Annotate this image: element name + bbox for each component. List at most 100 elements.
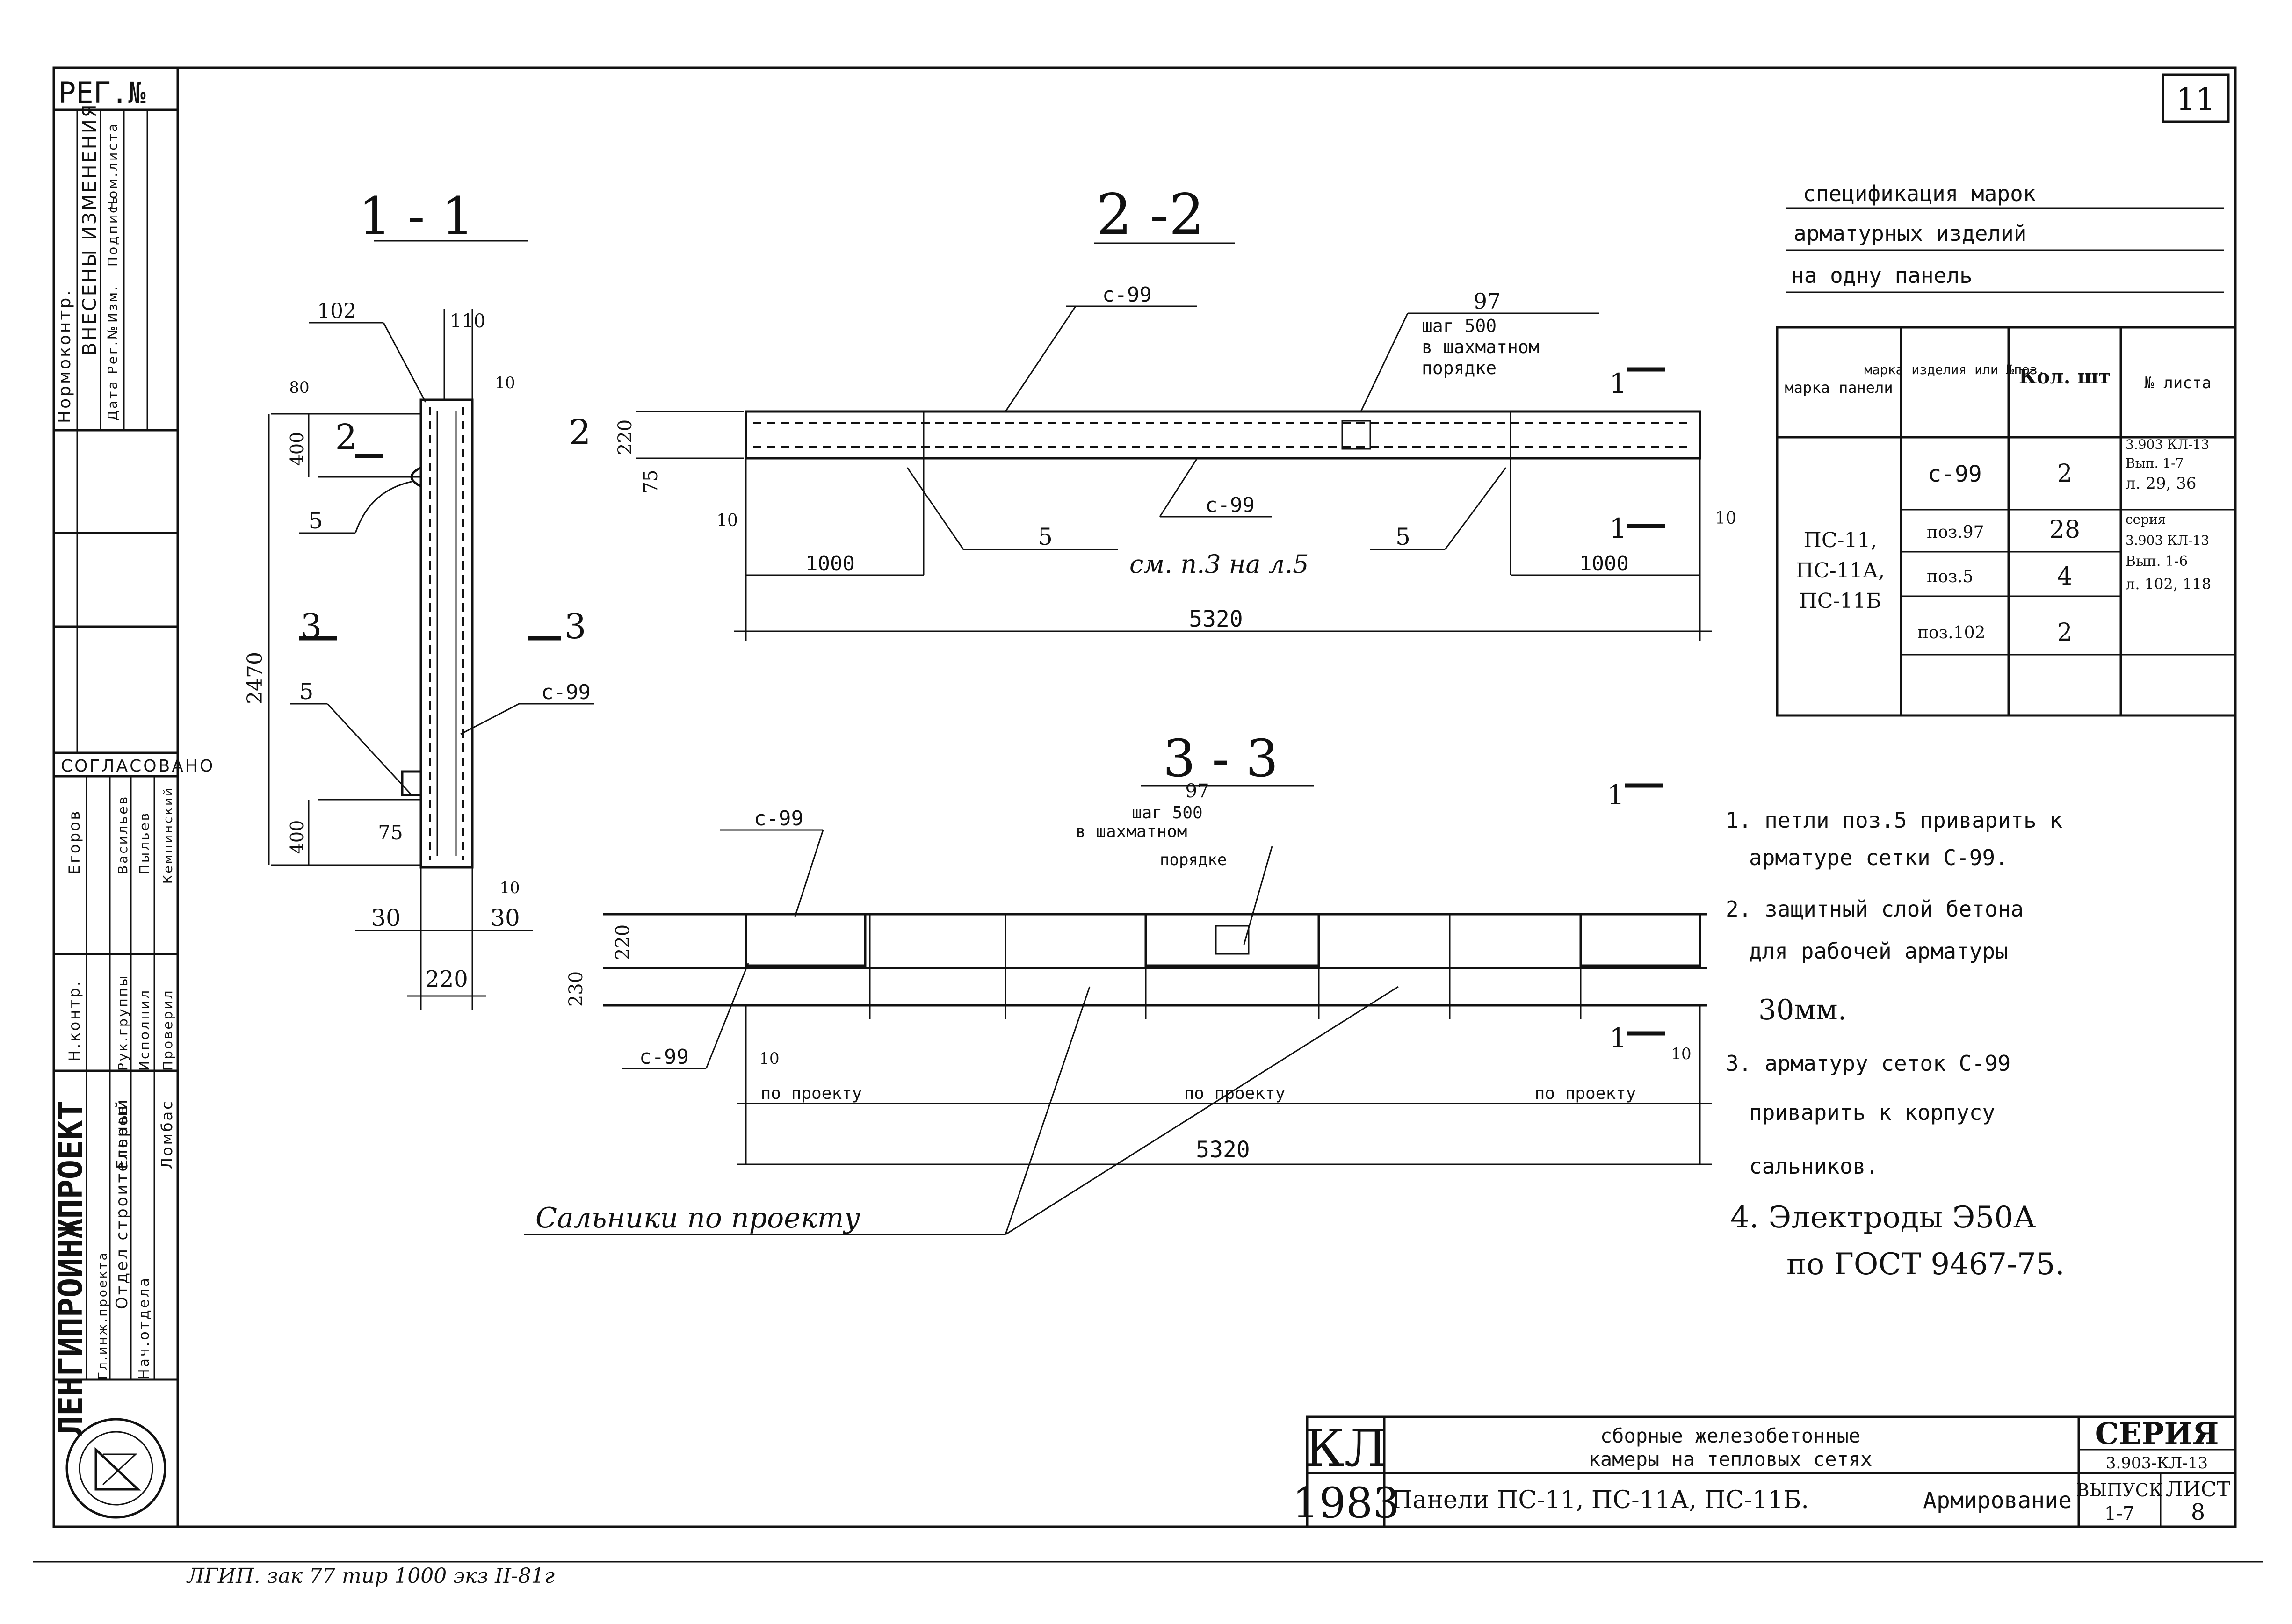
svg-text:1: 1 bbox=[1610, 368, 1627, 399]
svg-text:с-99: с-99 bbox=[541, 680, 591, 704]
svg-text:с-99: с-99 bbox=[639, 1045, 689, 1069]
svg-text:сборные железобетонные: сборные железобетонные bbox=[1600, 1424, 1860, 1447]
svg-text:Нач.отдела: Нач.отдела bbox=[136, 1276, 152, 1379]
svg-text:1. петли поз.5 приварить к: 1. петли поз.5 приварить к bbox=[1726, 808, 2062, 833]
svg-text:3: 3 bbox=[564, 606, 586, 647]
svg-text:Гл.инж.проекта: Гл.инж.проекта bbox=[96, 1251, 110, 1379]
svg-text:400: 400 bbox=[287, 820, 307, 854]
svg-text:арматурных изделий: арматурных изделий bbox=[1793, 221, 2027, 246]
svg-text:10: 10 bbox=[1671, 1045, 1691, 1063]
svg-text:2. защитный слой бетона: 2. защитный слой бетона bbox=[1726, 896, 2024, 922]
svg-text:97: 97 bbox=[1474, 289, 1501, 314]
svg-text:ПС-11Б: ПС-11Б bbox=[1799, 589, 1881, 613]
svg-text:2: 2 bbox=[569, 412, 591, 453]
svg-text:97: 97 bbox=[1186, 780, 1209, 802]
svg-text:порядке: порядке bbox=[1160, 851, 1227, 869]
see-note-ref: см. п.3 на л.5 bbox=[1129, 549, 1309, 579]
svg-text:30: 30 bbox=[490, 904, 520, 931]
section-2-title: 2 -2 bbox=[1096, 182, 1204, 247]
svg-text:3.903 КЛ-13: 3.903 КЛ-13 bbox=[2126, 533, 2209, 548]
svg-text:1: 1 bbox=[1610, 512, 1627, 544]
svg-text:Изм.: Изм. bbox=[105, 284, 120, 323]
svg-text:л. 102, 118: л. 102, 118 bbox=[2126, 575, 2211, 593]
notes: 1. петли поз.5 приварить к арматуре сетк… bbox=[1726, 808, 2065, 1282]
corner-sheet-number: 11 bbox=[2162, 73, 2230, 123]
svg-text:1983: 1983 bbox=[1292, 1479, 1399, 1528]
section-3-3: 3 - 3 по проекту по проекту по проекту 5… bbox=[524, 729, 1712, 1235]
section-2-2: 2 -2 1000 1000 5320 10 10 220 75 2 с-99 … bbox=[569, 182, 1736, 641]
svg-text:по проекту: по проекту bbox=[1184, 1084, 1286, 1103]
svg-text:Кемпинский: Кемпинский bbox=[161, 786, 175, 884]
svg-text:№ листа: № листа bbox=[2144, 374, 2211, 392]
svg-text:Отдел строительный: Отдел строительный bbox=[113, 1098, 131, 1309]
svg-text:Рег.№: Рег.№ bbox=[105, 324, 120, 374]
svg-text:10: 10 bbox=[759, 1049, 779, 1068]
svg-text:с-99: с-99 bbox=[1928, 461, 1982, 487]
svg-text:по ГОСТ 9467-75.: по ГОСТ 9467-75. bbox=[1786, 1247, 2065, 1282]
svg-text:30: 30 bbox=[371, 904, 401, 931]
wall-body bbox=[419, 398, 474, 869]
svg-text:Рук.группы: Рук.группы bbox=[115, 974, 130, 1071]
svg-text:11: 11 bbox=[2176, 81, 2215, 117]
svg-text:поз.97: поз.97 bbox=[1927, 523, 1984, 542]
svg-text:110: 110 bbox=[450, 310, 485, 332]
svg-text:Кол. шт: Кол. шт bbox=[2019, 365, 2111, 388]
svg-text:220: 220 bbox=[612, 924, 634, 960]
svg-text:2: 2 bbox=[2057, 619, 2072, 647]
svg-text:3.903-КЛ-13: 3.903-КЛ-13 bbox=[2106, 1454, 2208, 1472]
svg-text:Егоров: Егоров bbox=[65, 809, 83, 874]
svg-text:для рабочей арматуры: для рабочей арматуры bbox=[1749, 938, 2008, 964]
svg-text:Подпись: Подпись bbox=[105, 195, 120, 267]
norm-control: Нормоконтр. bbox=[55, 289, 74, 423]
svg-text:арматуре сетки С-99.: арматуре сетки С-99. bbox=[1749, 845, 2008, 870]
svg-text:ПС-11А,: ПС-11А, bbox=[1796, 559, 1885, 583]
agreed-label: СОГЛАСОВАНО bbox=[61, 757, 215, 776]
svg-text:4. Электроды Э50А: 4. Электроды Э50А bbox=[1730, 1200, 2036, 1235]
svg-text:220: 220 bbox=[615, 419, 636, 455]
svg-text:Пыльев: Пыльев bbox=[137, 811, 152, 874]
svg-text:5: 5 bbox=[1395, 523, 1410, 550]
svg-text:75: 75 bbox=[378, 821, 403, 844]
svg-text:поз.5: поз.5 bbox=[1927, 567, 1974, 586]
svg-text:220: 220 bbox=[425, 966, 468, 992]
svg-text:Ломбас: Ломбас bbox=[158, 1099, 176, 1169]
svg-text:л. 29, 36: л. 29, 36 bbox=[2126, 474, 2196, 493]
svg-text:Дата: Дата bbox=[105, 379, 120, 421]
svg-text:30мм.: 30мм. bbox=[1758, 994, 1847, 1026]
print-footer: ЛГИП. зак 77 тир 1000 экз II-81г bbox=[186, 1564, 555, 1588]
svg-text:1: 1 bbox=[1610, 1022, 1627, 1054]
svg-text:марка панели: марка панели bbox=[1785, 379, 1893, 397]
svg-text:спецификация марок: спецификация марок bbox=[1803, 181, 2036, 206]
panel-2-2 bbox=[745, 410, 1701, 460]
svg-text:Егоров: Егоров bbox=[113, 1104, 131, 1169]
svg-text:на одну панель: на одну панель bbox=[1791, 263, 1973, 288]
svg-text:1000: 1000 bbox=[805, 552, 855, 576]
svg-text:в шахматном: в шахматном bbox=[1076, 822, 1187, 841]
svg-text:с-99: с-99 bbox=[754, 807, 803, 830]
title-block: КЛ 1983 сборные железобетонные камеры на… bbox=[1292, 1415, 2237, 1528]
svg-text:поз.102: поз.102 bbox=[1917, 623, 1985, 642]
svg-text:80: 80 bbox=[289, 378, 309, 397]
changes-header: ВНЕСЕНЫ ИЗМЕНЕНИЯ bbox=[79, 102, 101, 355]
svg-text:СЕРИЯ: СЕРИЯ bbox=[2095, 1416, 2219, 1451]
svg-text:марка изделия или №поз.: марка изделия или №поз. bbox=[1864, 362, 2046, 377]
svg-text:КЛ: КЛ bbox=[1305, 1418, 1388, 1478]
glands-label: Сальники по проекту bbox=[535, 1202, 860, 1234]
svg-text:Панели ПС-11, ПС-11А, ПС-11Б.: Панели ПС-11, ПС-11А, ПС-11Б. bbox=[1391, 1486, 1809, 1514]
svg-text:5: 5 bbox=[299, 678, 314, 705]
svg-text:10: 10 bbox=[495, 374, 515, 392]
svg-text:приварить к корпусу: приварить к корпусу bbox=[1749, 1100, 1995, 1125]
svg-text:по проекту: по проекту bbox=[761, 1084, 862, 1103]
section-1-1: 1 - 1 2470 400 400 102 110 80 10 2 3 3 bbox=[243, 186, 594, 1010]
svg-text:2: 2 bbox=[2057, 460, 2072, 488]
svg-text:с-99: с-99 bbox=[1205, 493, 1255, 517]
svg-text:ВЫПУСК: ВЫПУСК bbox=[2076, 1480, 2162, 1501]
svg-text:1-7: 1-7 bbox=[2104, 1503, 2134, 1524]
svg-text:3.903 КЛ-13: 3.903 КЛ-13 bbox=[2126, 437, 2209, 452]
section-1-title: 1 - 1 bbox=[358, 186, 474, 246]
svg-text:Исполнил: Исполнил bbox=[137, 989, 152, 1071]
svg-text:ЛИСТ: ЛИСТ bbox=[2166, 1478, 2230, 1501]
svg-text:102: 102 bbox=[317, 299, 356, 323]
svg-text:4: 4 bbox=[2057, 563, 2072, 591]
